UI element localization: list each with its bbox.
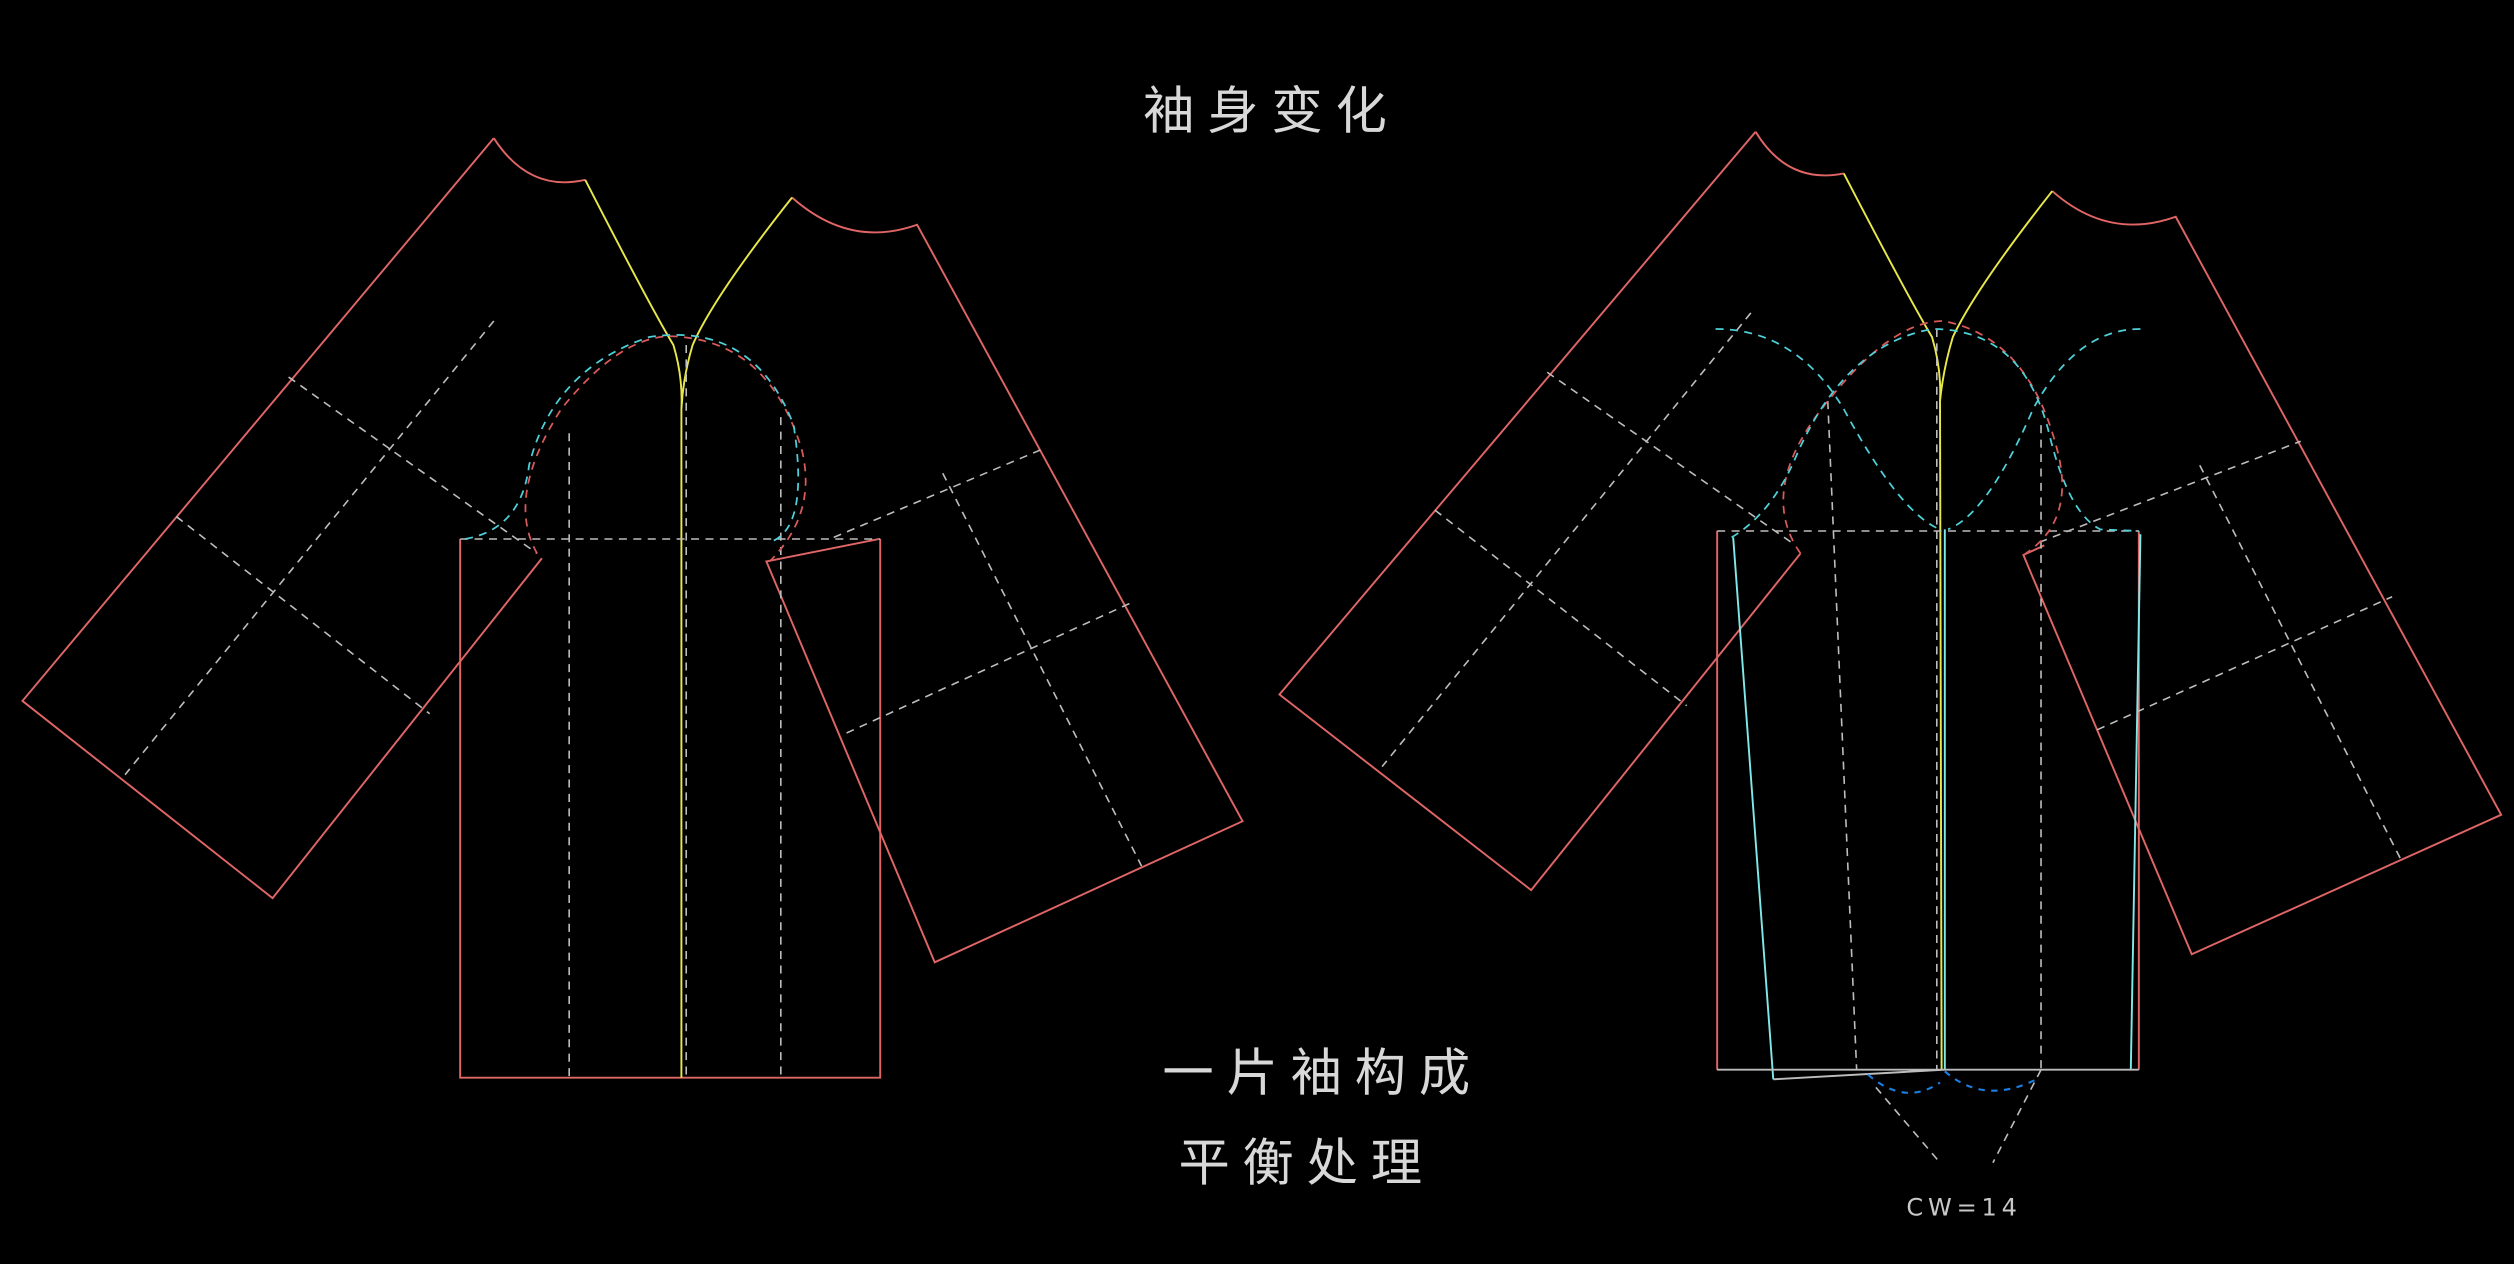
hem-curve: [1867, 1070, 2040, 1094]
guide-lines: [1381, 312, 2401, 1070]
armhole-arc-left: [1715, 328, 1941, 531]
right-pattern: CW=14: [1278, 131, 2503, 1222]
title-balance-processing: 平衡处理: [1178, 1133, 1435, 1193]
left-pattern: [21, 137, 1244, 1079]
sleeve-cap-curve: [524, 335, 807, 563]
guide-lines: [124, 320, 1143, 1078]
neckline-curves: [1842, 173, 2054, 1070]
cw-label: CW=14: [1906, 1194, 2021, 1222]
title-one-piece-sleeve: 一片袖构成: [1162, 1044, 1483, 1104]
sleeve-cap-offset: [1731, 328, 2139, 539]
neckline-curves: [584, 179, 793, 1078]
hem-line: [1717, 1068, 2139, 1081]
body-outline: [459, 539, 882, 1079]
cw-wedge-lines: [1875, 1069, 2042, 1164]
adjusted-lines: [1732, 529, 2142, 1080]
armhole-curve: [464, 333, 800, 544]
armhole-arc-right: [1947, 328, 2141, 531]
title-sleeve-body-change: 袖身变化: [1143, 82, 1400, 142]
right-sleeve-outline: [765, 196, 1244, 964]
sleeve-cap-curve: [1782, 320, 2064, 556]
left-sleeve-outline: [21, 137, 586, 900]
body-outline: [1716, 530, 2140, 1070]
left-sleeve-outline: [1278, 131, 1845, 892]
right-sleeve-outline: [2022, 190, 2503, 956]
